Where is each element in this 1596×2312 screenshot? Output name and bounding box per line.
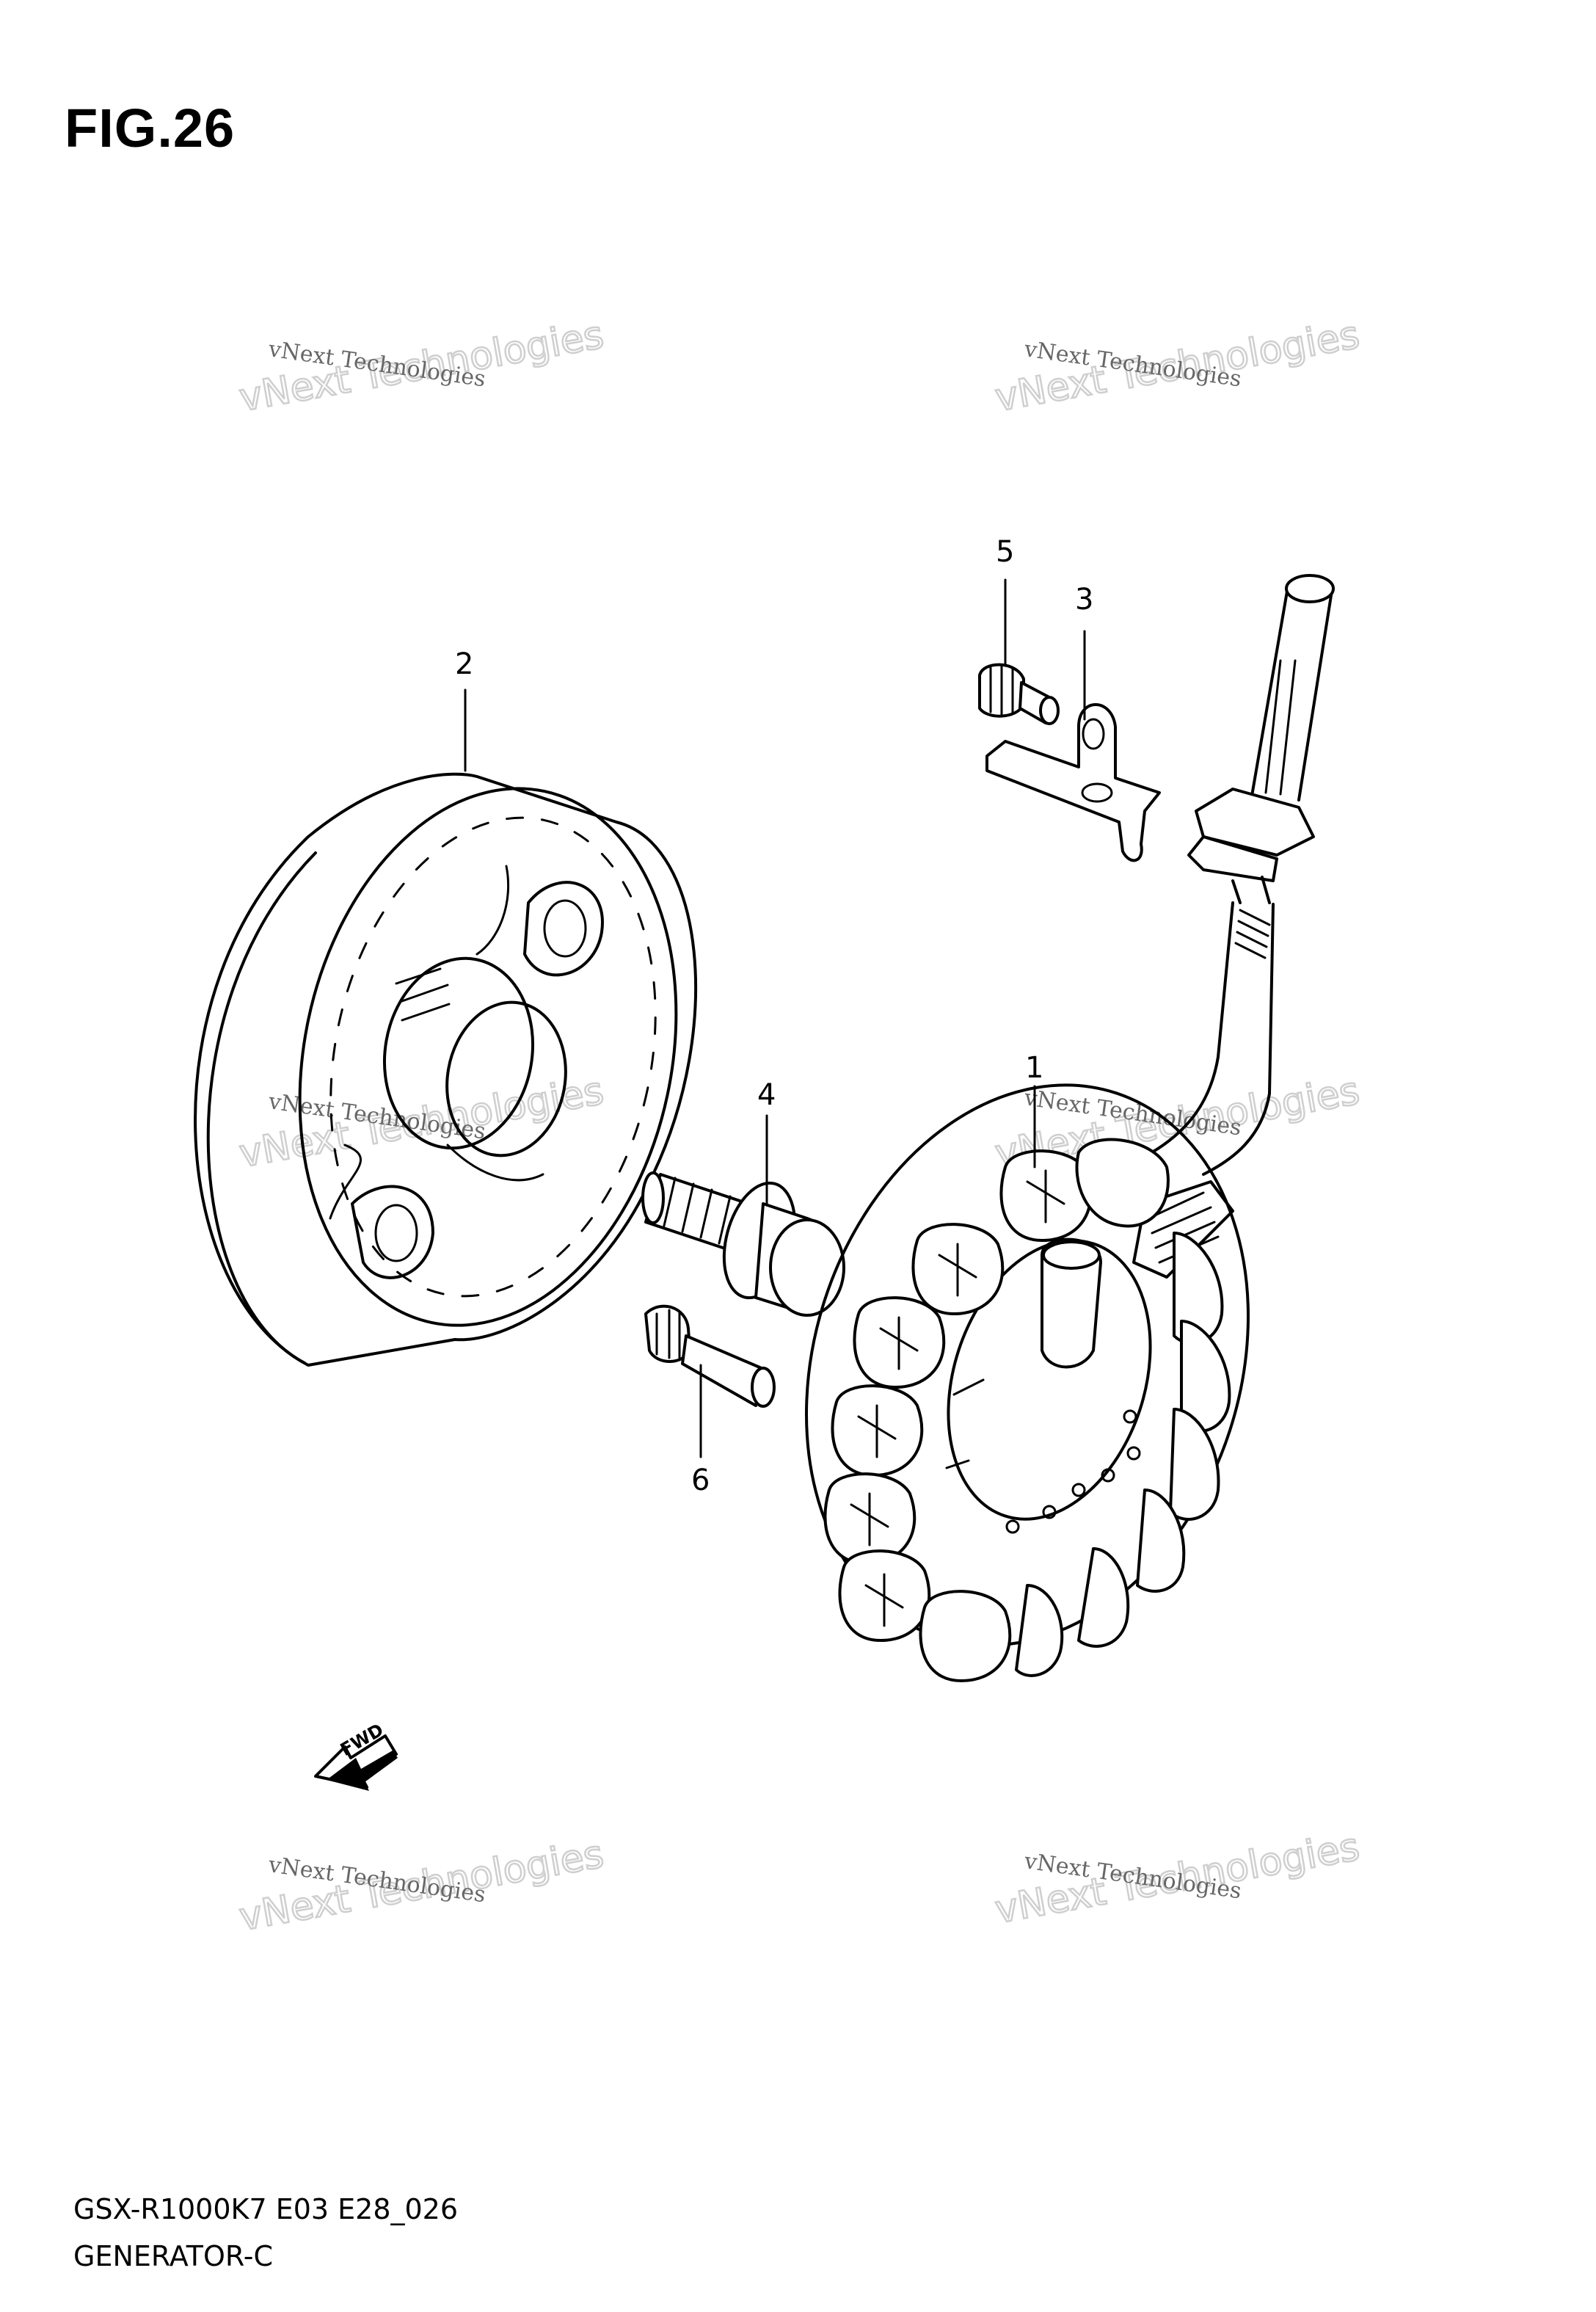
part-6-stator-screw bbox=[644, 1304, 776, 1408]
model-code: GSX-R1000K7 E03 E28_026 bbox=[73, 2193, 459, 2225]
part-1-stator bbox=[805, 574, 1335, 1682]
watermark-top-right: vNext Technologies vNext Technologies bbox=[991, 312, 1364, 421]
callout-2: 2 bbox=[455, 647, 473, 681]
callout-4: 4 bbox=[757, 1078, 776, 1112]
callout-6: 6 bbox=[691, 1464, 710, 1497]
part-4-rotor-bolt bbox=[641, 1171, 845, 1317]
watermark-bottom-left: vNext Technologies vNext Technologies bbox=[236, 1831, 608, 1941]
part-3-clamp bbox=[985, 703, 1161, 862]
part-5-bracket-screw bbox=[978, 663, 1060, 725]
fwd-arrow-icon: FWD bbox=[314, 1720, 398, 1791]
watermark-top-left: vNext Technologies vNext Technologies bbox=[236, 312, 608, 421]
callout-3: 3 bbox=[1075, 583, 1093, 617]
watermark-bottom-right: vNext Technologies vNext Technologies bbox=[991, 1824, 1364, 1933]
part-2-rotor bbox=[194, 772, 697, 1367]
leader-lines bbox=[464, 578, 1086, 1458]
assembly-name: GENERATOR-C bbox=[73, 2240, 274, 2272]
callout-5: 5 bbox=[996, 535, 1014, 569]
callout-1: 1 bbox=[1025, 1051, 1043, 1085]
figure-title: FIG.26 bbox=[65, 98, 236, 159]
